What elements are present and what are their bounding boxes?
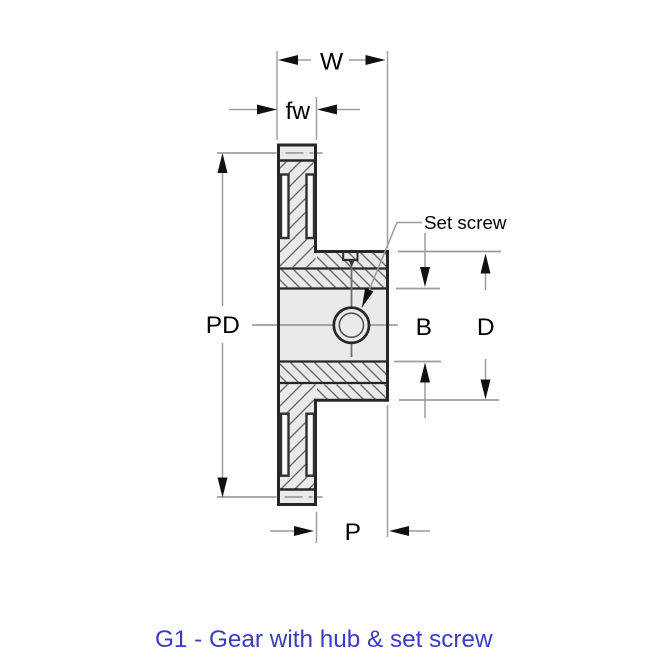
svg-text:fw: fw (286, 98, 311, 125)
svg-text:D: D (477, 314, 495, 341)
svg-text:PD: PD (206, 312, 240, 339)
svg-text:W: W (320, 49, 344, 76)
svg-text:Set screw: Set screw (424, 212, 507, 233)
svg-text:P: P (345, 519, 361, 546)
svg-text:G1 - Gear with hub & set screw: G1 - Gear with hub & set screw (155, 626, 493, 653)
svg-text:B: B (416, 314, 432, 341)
